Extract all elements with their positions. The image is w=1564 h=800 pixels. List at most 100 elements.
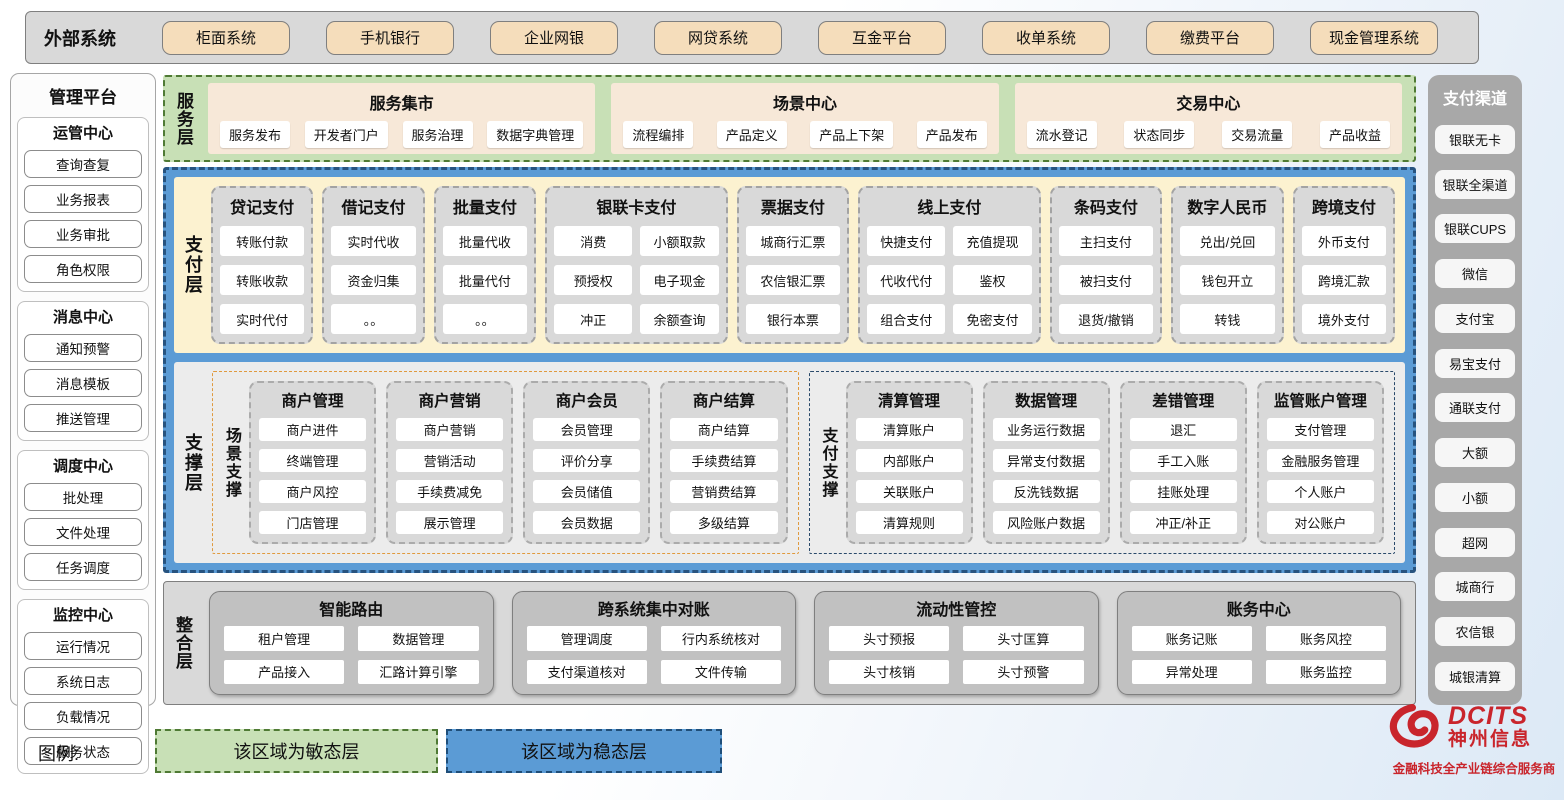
module-box: 风险账户数据 [992, 511, 1100, 534]
module-box: 负载情况 [24, 702, 142, 730]
module-box: 境外支付 [1301, 304, 1387, 334]
dcits-logo: DCITS 神州信息 金融科技全产业链综合服务商 [1386, 698, 1562, 777]
dcits-swirl-icon [1386, 698, 1444, 757]
channel-box: 支付宝 [1435, 303, 1515, 333]
module-box: 服务发布 [220, 120, 291, 148]
column-title: 商户结算 [692, 393, 755, 410]
module-box: 跨境汇款 [1301, 265, 1387, 295]
module-box: 实时代收 [331, 226, 416, 256]
module-box: 充值提现 [953, 226, 1032, 256]
module-box: 鉴权 [953, 265, 1032, 295]
logo-name-text: 神州信息 [1448, 729, 1533, 751]
support-column-clearing: 清算管理 清算账户 内部账户 关联账户 清算规则 [845, 381, 973, 544]
module-box: 对公账户 [1266, 511, 1374, 534]
logo-tagline: 金融科技全产业链综合服务商 [1392, 762, 1556, 776]
trade-center-group: 交易中心 流水登记 状态同步 交易流量 产品收益 [1014, 83, 1402, 154]
module-box: 终端管理 [259, 449, 367, 472]
support-column-data-mgmt: 数据管理 业务运行数据 异常支付数据 反洗钱数据 风险账户数据 [982, 381, 1110, 544]
module-box: 批处理 [24, 483, 142, 511]
column-title: 线上支付 [917, 200, 982, 217]
module-box: 任务调度 [24, 553, 142, 581]
module-box: 批量代付 [442, 265, 528, 295]
group-title: 流动性管控 [916, 602, 997, 619]
management-group-monitoring: 监控中心 运行情况 系统日志 负载情况 服务状态 [17, 599, 149, 774]
module-box: 业务报表 [24, 185, 142, 213]
group-title: 调度中心 [52, 458, 113, 475]
module-box: 业务运行数据 [992, 418, 1100, 441]
module-box: 挂账处理 [1129, 480, 1237, 503]
channel-box: 银联CUPS [1435, 214, 1515, 244]
module-box: 会员储值 [533, 480, 641, 503]
module-box: 消费 [554, 226, 633, 256]
module-box: 推送管理 [24, 404, 142, 432]
column-title: 跨境支付 [1311, 200, 1376, 217]
support-column-merchant-member: 商户会员 会员管理 评价分享 会员储值 会员数据 [523, 381, 651, 544]
module-box: 展示管理 [396, 511, 504, 534]
module-box: 会员管理 [533, 418, 641, 441]
smart-routing-group: 智能路由 租户管理 数据管理 产品接入 汇路计算引擎 [209, 591, 494, 695]
channel-box: 银联全渠道 [1435, 169, 1515, 199]
module-box: 支付渠道核对 [526, 659, 647, 684]
module-box: 产品收益 [1319, 120, 1390, 148]
external-system-box: 收单系统 [982, 20, 1110, 55]
module-box: 文件传输 [660, 659, 781, 684]
module-box: 角色权限 [24, 255, 142, 283]
column-title: 监管账户管理 [1273, 393, 1367, 410]
module-box: 外币支付 [1301, 226, 1387, 256]
support-column-error-mgmt: 差错管理 退汇 手工入账 挂账处理 冲正/补正 [1119, 381, 1247, 544]
external-system-box: 网贷系统 [654, 20, 782, 55]
payment-column-digital-rmb: 数字人民币 兑出/兑回 钱包开立 转钱 [1171, 186, 1284, 344]
column-title: 商户管理 [281, 393, 344, 410]
column-title: 借记支付 [341, 200, 406, 217]
channel-box: 微信 [1435, 259, 1515, 289]
module-box: 多级结算 [670, 511, 778, 534]
external-systems-bar: 外部系统 柜面系统 手机银行 企业网银 网贷系统 互金平台 收单系统 缴费平台 … [25, 11, 1479, 64]
payment-channels-title: 支付渠道 [1442, 91, 1507, 108]
module-box: 门店管理 [259, 511, 367, 534]
module-box: 状态同步 [1124, 120, 1195, 148]
module-box: 预授权 [554, 265, 633, 295]
channel-box: 小额 [1435, 482, 1515, 512]
module-box: 流程编排 [623, 120, 694, 148]
support-column-merchant-settlement: 商户结算 商户结算 手续费结算 营销费结算 多级结算 [660, 381, 788, 544]
column-title: 银联卡支付 [596, 200, 677, 217]
module-box: 组合支付 [867, 304, 946, 334]
module-box: 批量代收 [442, 226, 528, 256]
scene-support-label: 场景支撑 [223, 426, 240, 499]
payment-support-section: 支付支撑 清算管理 清算账户 内部账户 关联账户 清算规则 数据管理 业务运行数… [808, 371, 1395, 554]
module-box: 余额查询 [640, 304, 719, 334]
module-box: 关联账户 [855, 480, 963, 503]
module-box: 代收代付 [867, 265, 946, 295]
module-box: 消息模板 [24, 369, 142, 397]
payment-column-credit: 贷记支付 转账付款 转账收款 实时代付 [211, 186, 314, 344]
module-box: 被扫支付 [1058, 265, 1154, 295]
group-title: 服务集市 [369, 95, 434, 113]
module-box: 实时代付 [220, 304, 305, 334]
module-box: 异常处理 [1131, 659, 1252, 684]
legend-stable-layer: 该区域为稳态层 [446, 729, 722, 773]
management-group-scheduling: 调度中心 批处理 文件处理 任务调度 [17, 450, 149, 590]
column-title: 数据管理 [1015, 393, 1078, 410]
module-box: 租户管理 [224, 626, 345, 651]
legend-agile-layer: 该区域为敏态层 [155, 729, 438, 773]
module-box: 电子现金 [640, 265, 719, 295]
channel-box: 易宝支付 [1435, 348, 1515, 378]
management-platform-title: 管理平台 [49, 88, 117, 107]
column-title: 差错管理 [1152, 393, 1215, 410]
module-box: 商户营销 [396, 418, 504, 441]
module-box: 交易流量 [1222, 120, 1293, 148]
payment-support-label: 支付支撑 [819, 426, 837, 499]
module-box: 服务治理 [402, 120, 473, 148]
module-box: 产品接入 [224, 659, 345, 684]
channel-box: 城银清算 [1435, 661, 1515, 691]
payment-layer-label: 支付层 [183, 235, 203, 295]
module-box: 退汇 [1129, 418, 1237, 441]
payment-column-batch: 批量支付 批量代收 批量代付 。。 [433, 186, 537, 344]
group-title: 账务中心 [1226, 602, 1291, 619]
module-box: 反洗钱数据 [992, 480, 1100, 503]
module-box: 小额取款 [640, 226, 719, 256]
module-box: 头寸匡算 [963, 626, 1084, 651]
management-group-message: 消息中心 通知预警 消息模板 推送管理 [17, 301, 149, 441]
module-box: 手续费结算 [670, 449, 778, 472]
service-layer: 服务层 服务集市 服务发布 开发者门户 服务治理 数据字典管理 场景中心 流程编… [163, 75, 1416, 162]
